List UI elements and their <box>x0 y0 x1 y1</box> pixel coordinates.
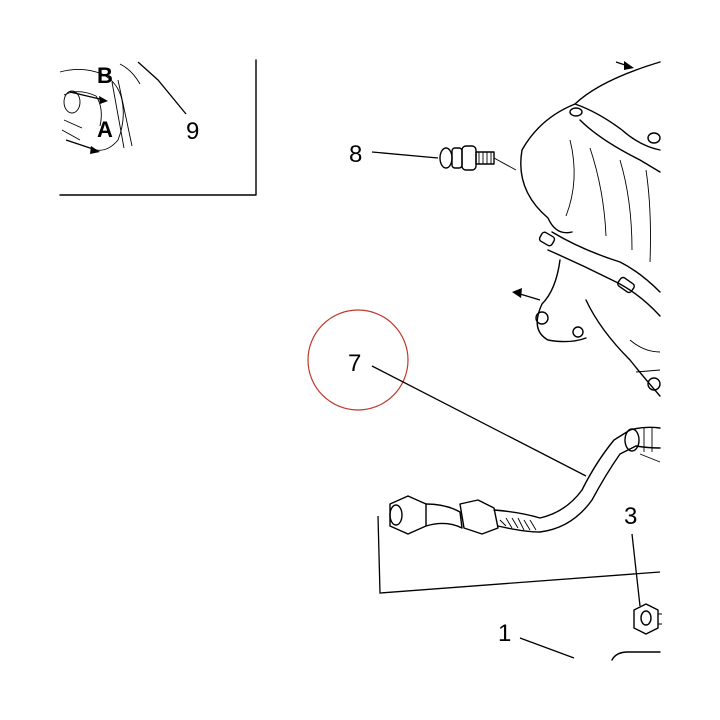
bolt-head <box>461 145 477 171</box>
callout-1: 1 <box>498 620 511 647</box>
callout-7: 7 <box>348 350 361 377</box>
leader-1 <box>519 637 575 659</box>
leader-3 <box>631 533 641 607</box>
callout-8: 8 <box>349 141 362 168</box>
fitting-3-bore <box>640 610 652 626</box>
mount-hole-center <box>572 326 584 338</box>
bolt-axis-line <box>493 157 517 171</box>
manifold-flange-top <box>551 231 661 293</box>
leader-7 <box>371 365 587 477</box>
manifold-detail-lines <box>629 339 661 373</box>
fitting-part-3: 3 <box>624 503 662 635</box>
manifold-casting <box>512 61 661 397</box>
pipe-right-banjo <box>624 428 640 452</box>
manifold-lower-body <box>536 259 587 343</box>
manifold-ribs <box>589 147 651 263</box>
pipe-assembly-7 <box>389 426 661 535</box>
manifold-lower-edge <box>585 299 661 397</box>
manifold-stud-right <box>617 276 635 294</box>
inset-frame <box>59 59 257 196</box>
part-1: 1 <box>498 620 661 661</box>
inset-edge-lines <box>111 79 133 149</box>
manifold-top-boss <box>569 107 583 117</box>
hose-braid-pattern <box>499 517 537 531</box>
leader-8 <box>371 151 439 159</box>
fitting-3-stub <box>658 613 662 625</box>
inset-housing-outline <box>59 69 124 151</box>
manifold-right-boss <box>647 132 661 144</box>
part-1-edge <box>611 651 661 661</box>
manifold-contour <box>565 139 575 217</box>
inset-bore <box>63 91 102 127</box>
manifold-outer-edge <box>520 61 661 234</box>
pipe-nut-bore <box>389 504 403 526</box>
label-b: B <box>97 63 113 88</box>
pipe-right-fitting-ribs <box>643 428 653 452</box>
hose-upper-edge <box>493 429 631 519</box>
manifold-rim-inner <box>579 119 661 173</box>
inset-hatching <box>61 119 83 141</box>
pipe-right-tail <box>639 453 661 463</box>
pipe-bracket-line <box>377 515 661 594</box>
arrow-left-head <box>512 288 522 298</box>
hose-lower-edge <box>497 445 637 533</box>
callout-9: 9 <box>186 118 199 145</box>
mount-hole-left <box>535 311 549 325</box>
arrow-b-shaft <box>69 91 105 101</box>
arrow-a-head <box>90 146 100 154</box>
leader-9 <box>137 61 187 115</box>
label-a: A <box>97 117 113 142</box>
inset-top-curve <box>119 63 141 85</box>
inset-bore-opening <box>63 90 81 114</box>
manifold-stud-left <box>538 231 556 247</box>
bolt-part-8: 8 <box>349 141 517 171</box>
manifold-flange-bottom <box>547 249 661 317</box>
fitting-3-hex <box>633 603 659 635</box>
pipe-nut-left <box>389 495 427 535</box>
arrow-top-head <box>624 61 634 70</box>
bolt-thread-lines <box>478 152 492 164</box>
bolt-spacer <box>451 147 463 169</box>
arrow-b-head <box>99 96 108 104</box>
pipe-elbow <box>425 503 463 529</box>
detail-inset: B A 9 <box>59 59 257 196</box>
bolt-washer <box>439 147 453 169</box>
arrow-left-shaft <box>519 293 541 301</box>
manifold-top-rim <box>574 103 661 151</box>
mount-hole-right <box>647 377 661 391</box>
highlight-circle <box>307 309 409 411</box>
callout-3: 3 <box>624 503 637 530</box>
pipe-hex-fitting <box>459 499 499 535</box>
